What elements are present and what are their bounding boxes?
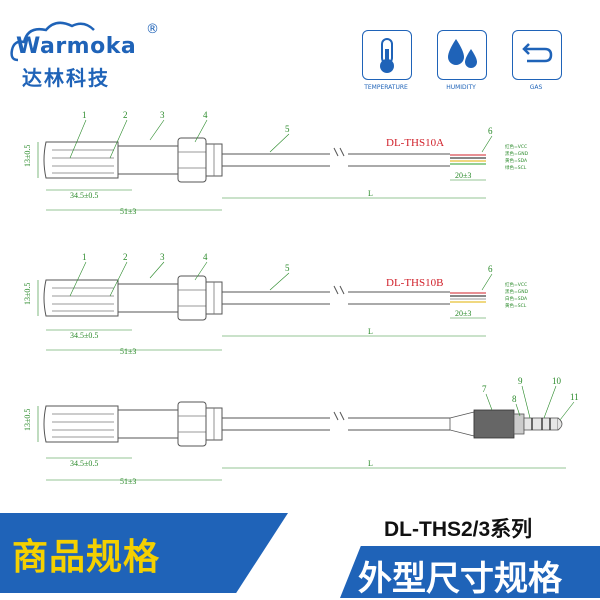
dim-strip: 20±3 [455,309,471,318]
footer-subtitle: 外型尺寸规格 [358,559,562,599]
callout: 10 [552,376,562,386]
callout: 3 [160,252,165,262]
dim-head: 34.5±0.5 [70,459,98,468]
dim-length: L [368,459,373,468]
callout: 6 [488,264,493,274]
wire-label: 绿色=SCL [505,164,527,171]
wire-label: 黄色=SCL [505,302,527,309]
dim-head: 34.5±0.5 [70,331,98,340]
callout: 5 [285,263,290,273]
dimension-drawings: DL-THS10A 1 2 3 4 5 6 13±0.5 34.5±0.5 51… [23,110,579,486]
icon-label-humidity: HUMIDITY [446,84,476,91]
dim-head: 34.5±0.5 [70,191,98,200]
dim-strip: 20±3 [455,171,471,180]
callout: 9 [518,376,523,386]
dim-height: 13±0.5 [23,283,32,305]
dim-height: 13±0.5 [23,145,32,167]
callout: 2 [123,110,128,120]
thermometer-icon [362,30,412,80]
brand-name-cn: 达林科技 [22,66,110,90]
callout: 2 [123,252,128,262]
callout: 4 [203,252,208,262]
dim-total: 51±3 [120,477,136,486]
callout: 8 [512,394,517,404]
model-label: DL-THS10B [386,277,443,289]
dim-total: 51±3 [120,207,136,216]
callout: 1 [82,110,87,120]
dim-length: L [368,327,373,336]
callout: 7 [482,384,487,394]
cloud-icon [10,21,95,62]
droplets-icon [437,30,487,80]
registered-mark: ® [146,22,159,37]
wire-label: 白色=SDA [505,295,528,302]
callout: 3 [160,110,165,120]
callout: 11 [570,392,579,402]
footer-right-banner [340,546,600,598]
gas-flow-icon [512,30,562,80]
icon-label-gas: GAS [529,84,543,91]
series-title: DL-THS2/3系列 [384,518,533,541]
dim-height: 13±0.5 [23,409,32,431]
callout: 1 [82,252,87,262]
wire-label: 红色=VCC [505,281,527,288]
diagram-audio-plug: 7 8 9 10 11 13±0.5 34.5±0.5 51±3 L [23,376,579,486]
wire-label: 红色=VCC [505,143,527,150]
diagram-dl-ths10a: DL-THS10A 1 2 3 4 5 6 13±0.5 34.5±0.5 51… [23,110,529,216]
brand-name-en: Warmoka [16,34,137,59]
wire-label: 黑色=GND [505,150,529,157]
callout: 6 [488,126,493,136]
model-label: DL-THS10A [386,137,444,149]
icon-label-temperature: TEMPERATURE [364,84,408,91]
footer-left-banner [0,513,288,593]
wire-label: 黑色=GND [505,288,529,295]
callout: 4 [203,110,208,120]
sensor-type-icons: TEMPERATURE HUMIDITY GAS [360,30,590,100]
wire-label: 黄色=SDA [505,157,528,164]
diagram-dl-ths10b: DL-THS10B 1 2 3 4 5 6 13±0.5 34.5±0.5 51… [23,252,529,356]
dim-length: L [368,189,373,198]
footer-title: 商品规格 [12,537,161,578]
callout: 5 [285,124,290,134]
dim-total: 51±3 [120,347,136,356]
